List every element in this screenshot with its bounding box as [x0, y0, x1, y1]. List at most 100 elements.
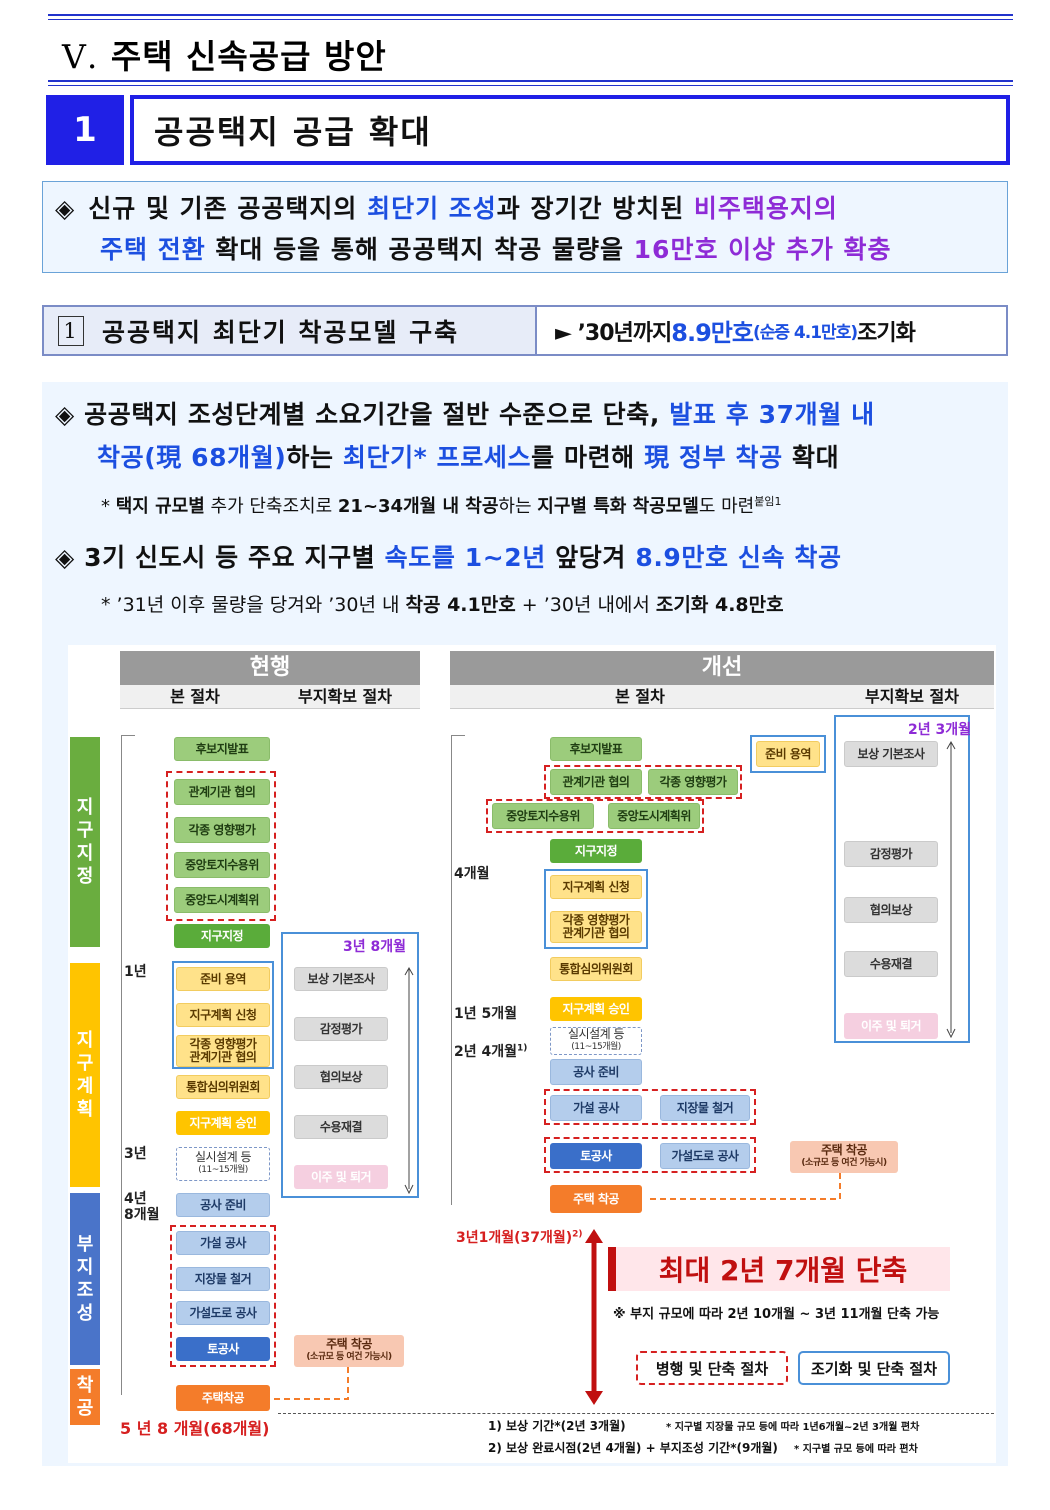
imp-site-appraisal: 감정평가 [844, 841, 938, 867]
imp-demolition: 지장물 철거 [660, 1095, 750, 1121]
imp-plan-apply: 지구계획 신청 [550, 875, 642, 899]
cur-site-frame [281, 932, 419, 1198]
imp-parallel-group-1 [544, 765, 742, 799]
top-rule [48, 14, 1013, 16]
cur-design: 실시설계 등(11~15개월) [176, 1147, 270, 1181]
subheader-improved-main: 본 절차 [450, 685, 830, 709]
cur-prep-frame [172, 961, 274, 1069]
footnote-rule [278, 1413, 994, 1414]
legend-dashed: 병행 및 단축 절차 [636, 1351, 788, 1385]
imp-housing-start: 주택 착공 [550, 1185, 642, 1213]
current-t1: 1년 [124, 964, 147, 980]
imp-site-frame [834, 715, 970, 1043]
subheader-current-site: 부지확보 절차 [270, 685, 420, 709]
footnote-2a: 2) 보상 완료시점(2년 4개월) + 부지조성 기간*(9개월) [488, 1441, 778, 1455]
imp-district-designation: 지구지정 [550, 839, 642, 863]
imp-temp-works: 가설 공사 [550, 1095, 642, 1121]
cur-district-designation: 지구지정 [174, 924, 270, 948]
imp-impact-consult: 각종 영향평가 관계기관 협의 [550, 911, 642, 943]
imp-construction-prep: 공사 준비 [550, 1059, 642, 1085]
top-rule-thin [48, 19, 1013, 20]
current-t3: 4년 8개월 [124, 1191, 160, 1223]
bottom-rule [48, 80, 1013, 82]
cur-site-relocation: 이주 및 퇴거 [294, 1165, 388, 1189]
imp-plan-approve: 지구계획 승인 [550, 997, 642, 1021]
current-timeline [121, 735, 122, 1395]
imp-prep-frame [750, 735, 826, 773]
stage-start: 착 공 [70, 1369, 100, 1425]
cur-site-duration: 3년 8개월 [343, 939, 406, 955]
imp-central-urban: 중앙도시계획위 [608, 803, 700, 829]
imp-site-relocation: 이주 및 퇴거 [844, 1013, 938, 1039]
header-current: 현행 [120, 651, 420, 685]
cur-earthworks: 토공사 [176, 1337, 270, 1361]
current-total: 5 년 8 개월(68개월) [120, 1419, 270, 1438]
imp-central-land: 중앙토지수용위 [492, 803, 594, 829]
cur-site-appraisal: 감정평가 [294, 1017, 388, 1041]
imp-design: 실시설계 등(11~15개월) [550, 1027, 642, 1055]
cur-integrated-review: 통합심의위원회 [176, 1075, 270, 1099]
cur-housing-start: 주택착공 [176, 1385, 270, 1411]
bullet-1-line-2: 착공(現 68개월)하는 최단기* 프로세스를 마련해 現 정부 착공 확대 [97, 443, 840, 472]
cur-impact-consult: 각종 영향평가 관계기관 협의 [176, 1035, 270, 1067]
cur-site-survey: 보상 기본조사 [294, 967, 388, 991]
imp-plan-frame [544, 869, 648, 949]
imp-integrated-review: 통합심의위원회 [550, 957, 642, 981]
summary-box: ◈ 신규 및 기존 공공택지의 최단기 조성과 장기간 방치된 비주택용지의 주… [42, 181, 1008, 273]
improved-total: 3년1개월(37개월)2) [456, 1229, 583, 1246]
imp-parallel-group-4 [544, 1137, 756, 1173]
section-number: 1 [46, 95, 124, 165]
cur-plan-apply: 지구계획 신청 [176, 1003, 270, 1027]
footnote-2b: * 지구별 규모 등에 따라 편차 [794, 1444, 918, 1455]
bullet-2-note: * ’31년 이후 물량을 당겨와 ’30년 내 착공 4.1만호 + ’30년… [101, 594, 784, 616]
imp-early-housing: 주택 착공(소규모 등 여건 가능시) [790, 1141, 898, 1173]
tick [121, 735, 135, 736]
summary-text-1: 신규 및 기존 공공택지의 최단기 조성과 장기간 방치된 비주택용지의 [88, 194, 838, 223]
imp-candidate-announce: 후보지발표 [550, 737, 642, 761]
chapter-numeral: Ⅴ. [62, 37, 99, 76]
stage-site: 부 지 조 성 [70, 1193, 100, 1365]
subheader-current-main: 본 절차 [120, 685, 270, 709]
imp-earthworks: 토공사 [550, 1143, 642, 1169]
summary-marker: ◈ [55, 194, 75, 223]
subsection-target-prefix: ► ’30년까지 [555, 320, 672, 346]
subsection-target-box: ► ’30년까지 8.9만호(순증 4.1만호) 조기화 [535, 305, 1008, 356]
imp-site-negotiation: 협의보상 [844, 897, 938, 923]
cur-parallel-group-1 [166, 771, 276, 921]
cur-central-urban: 중앙도시계획위 [174, 887, 270, 913]
footnote-1b: * 지구별 지장물 규모 등에 따라 1년6개월~2년 3개월 편차 [666, 1422, 920, 1433]
section-title: 공공택지 공급 확대 [130, 95, 1010, 165]
summary-text-2: 주택 전환 확대 등을 통해 공공택지 착공 물량을 16만호 이상 추가 확충 [100, 235, 892, 264]
imp-site-duration: 2년 3개월 [908, 722, 971, 738]
subsection-number: 1 [58, 315, 84, 346]
imp-parallel-group-2 [486, 799, 704, 833]
bullet-2: ◈ 3기 신도시 등 주요 지구별 속도를 1~2년 앞당겨 8.9만호 신속 … [55, 543, 842, 572]
chapter-title-text: 주택 신속공급 방안 [110, 37, 387, 76]
cur-parallel-group-2 [170, 1225, 276, 1367]
cur-agency-consult: 관계기관 협의 [174, 779, 270, 805]
cur-plan-approve: 지구계획 승인 [176, 1111, 270, 1135]
cur-early-housing: 주택 착공(소규모 등 여건 가능시) [294, 1335, 404, 1367]
max-reduction-banner: 최대 2년 7개월 단축 [608, 1247, 950, 1291]
imp-parallel-group-3 [544, 1089, 756, 1125]
imp-site-expropriation: 수용재결 [844, 951, 938, 977]
summary-line-2: 주택 전환 확대 등을 통해 공공택지 착공 물량을 16만호 이상 추가 확충 [55, 229, 995, 270]
bullet-1-line-1: ◈ 공공택지 조성단계별 소요기간을 절반 수준으로 단축, 발표 후 37개월… [55, 400, 875, 429]
imp-site-survey: 보상 기본조사 [844, 741, 938, 767]
header-improved: 개선 [450, 651, 994, 685]
imp-early-housing-connector [646, 1173, 841, 1200]
stage-designation: 지 구 지 정 [70, 737, 100, 947]
imp-prep-service: 준비 용역 [756, 741, 820, 767]
legend-solid: 조기화 및 단축 절차 [798, 1351, 950, 1385]
cur-construction-prep: 공사 준비 [176, 1193, 270, 1217]
current-t2: 3년 [124, 1146, 147, 1162]
cur-prep-service: 준비 용역 [176, 967, 270, 991]
chapter-title: Ⅴ. 주택 신속공급 방안 [62, 30, 387, 78]
imp-temp-road: 가설도로 공사 [660, 1143, 750, 1169]
process-diagram: 현행 본 절차 부지확보 절차 개선 본 절차 부지확보 절차 지 구 지 정 … [68, 645, 996, 1463]
subsection-target-suffix: 조기화 [857, 320, 916, 346]
improved-t2: 1년 5개월 [454, 1006, 517, 1022]
imp-site-arrow [946, 741, 956, 1039]
bottom-rule-thin [48, 85, 1013, 86]
cur-central-land: 중앙토지수용위 [174, 852, 270, 878]
